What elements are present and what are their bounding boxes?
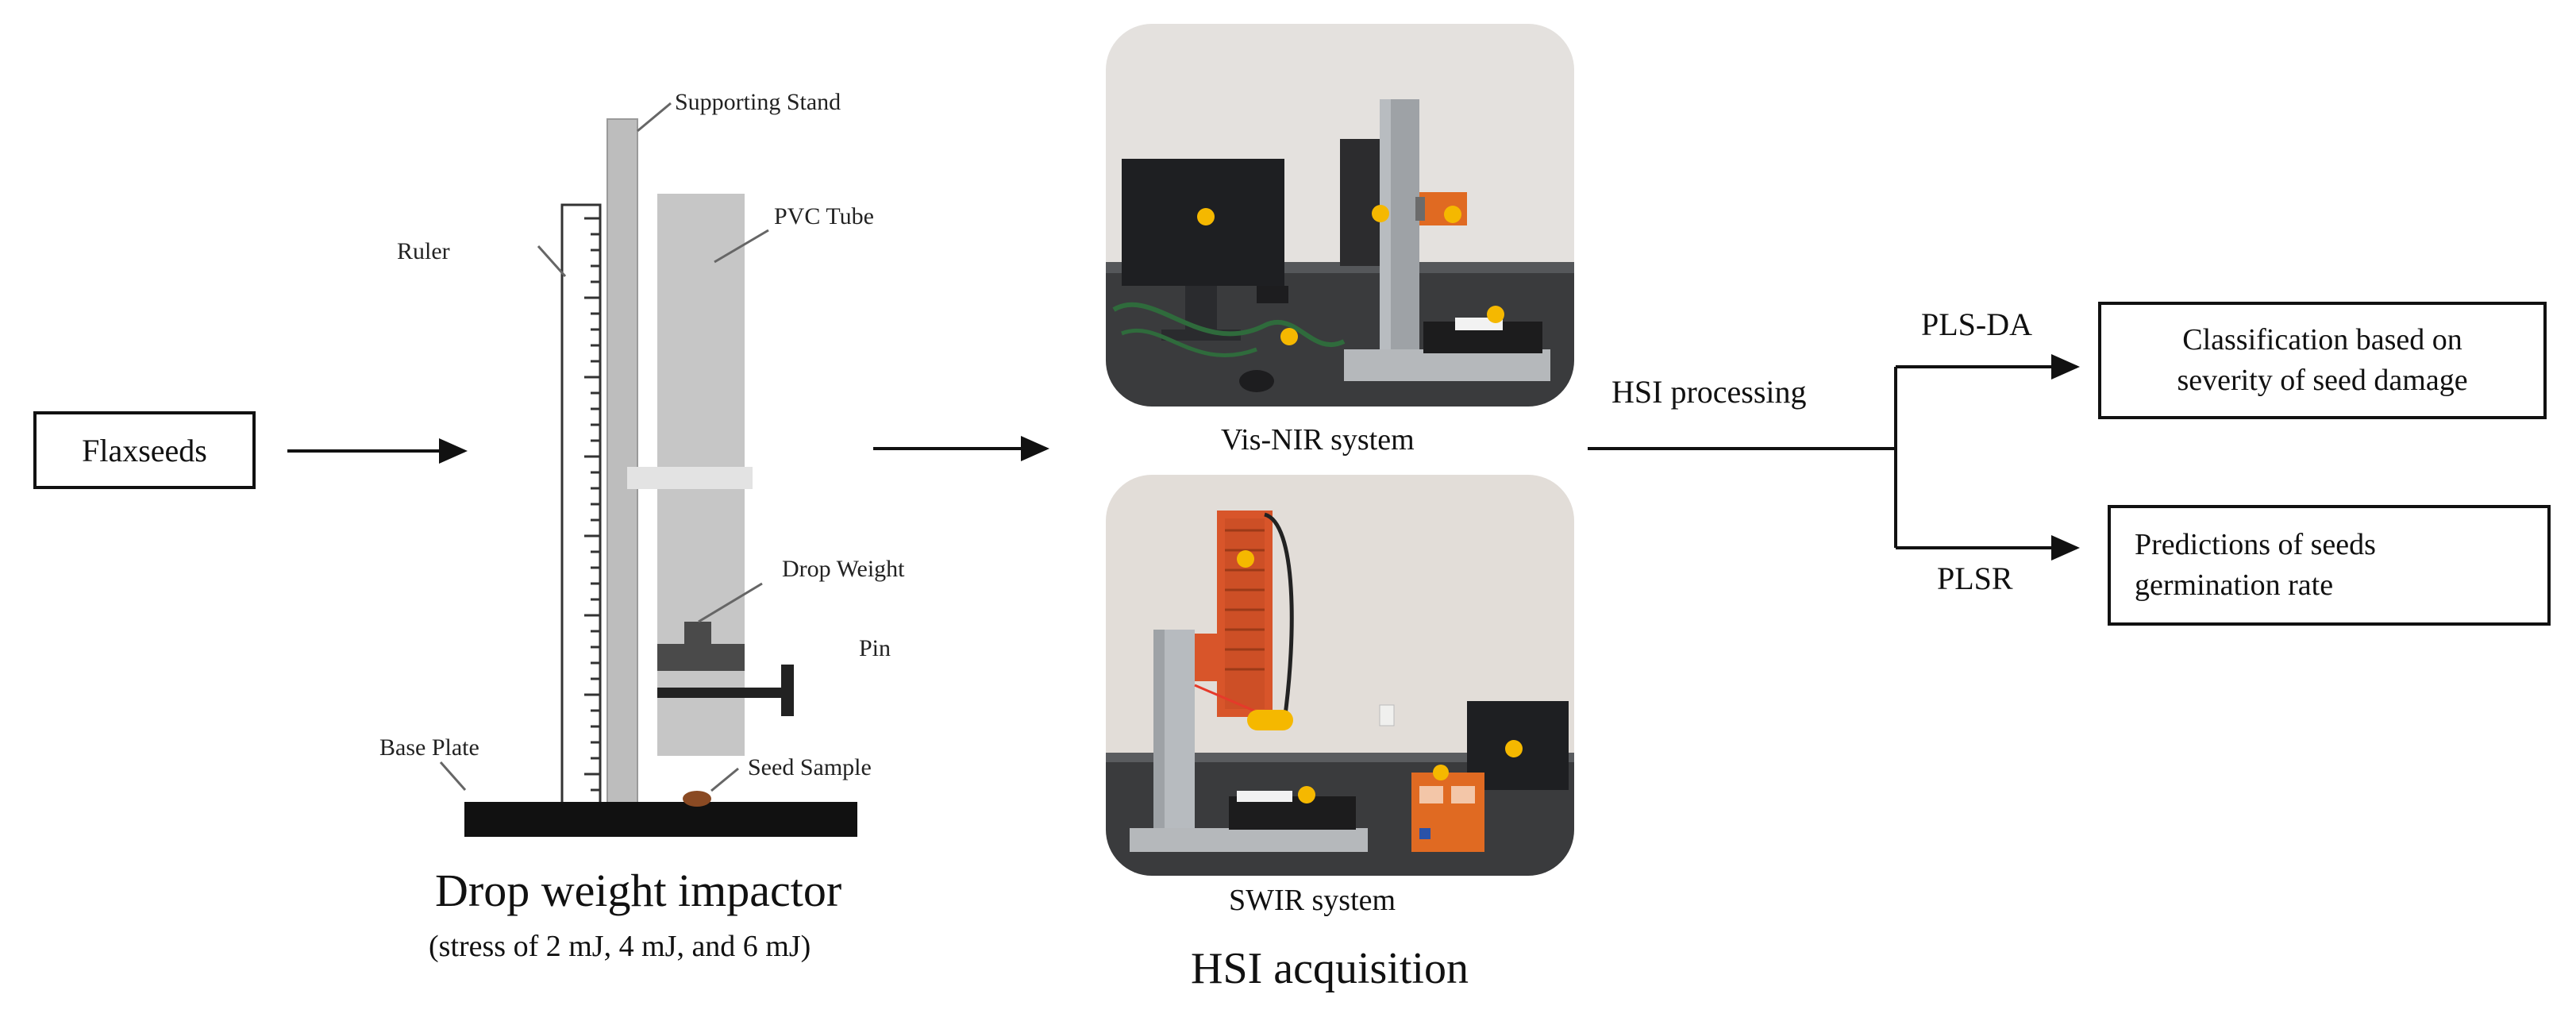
pin-rod bbox=[657, 688, 783, 698]
marker-dot bbox=[1487, 306, 1504, 323]
marker-dot bbox=[1505, 740, 1523, 757]
pin-label: Pin bbox=[859, 635, 891, 661]
supporting-stand-label: Supporting Stand bbox=[675, 89, 841, 115]
supporting-stand bbox=[606, 118, 638, 807]
pin-head bbox=[781, 665, 794, 716]
hsi-processing-label: HSI processing bbox=[1611, 374, 1807, 410]
marker-dot bbox=[1372, 205, 1389, 222]
marker-pill bbox=[1247, 710, 1293, 730]
visnir-photo-art bbox=[1106, 24, 1574, 407]
pvc-tube-label: PVC Tube bbox=[774, 203, 874, 229]
classification-line-1: Classification based on bbox=[2182, 322, 2462, 356]
marker-dot bbox=[1433, 765, 1449, 780]
drop-weight-label: Drop Weight bbox=[782, 556, 905, 582]
impactor-title: Drop weight impactor bbox=[435, 865, 842, 916]
visnir-system-photo bbox=[1106, 24, 1574, 407]
swir-photo-art bbox=[1106, 475, 1574, 876]
visnir-caption: Vis-NIR system bbox=[1221, 423, 1415, 457]
swir-caption: SWIR system bbox=[1229, 884, 1396, 917]
pls-da-label: PLS-DA bbox=[1921, 306, 2033, 342]
marker-dot bbox=[1280, 328, 1298, 345]
plsr-label: PLSR bbox=[1937, 561, 2013, 596]
marker-dot bbox=[1197, 208, 1215, 225]
ruler-label: Ruler bbox=[397, 238, 450, 264]
classification-box: Classification based on severity of seed… bbox=[2098, 302, 2547, 419]
seed-sample bbox=[683, 791, 711, 807]
drop-weight-top bbox=[684, 622, 711, 644]
classification-line-2: severity of seed damage bbox=[2177, 364, 2468, 397]
prediction-line-1: Predictions of seeds bbox=[2135, 527, 2376, 561]
marker-dot bbox=[1444, 206, 1461, 223]
marker-dot bbox=[1237, 550, 1254, 568]
base-plate-label: Base Plate bbox=[379, 734, 479, 761]
flaxseeds-label: Flaxseeds bbox=[82, 432, 207, 468]
prediction-line-2: germination rate bbox=[2135, 568, 2334, 602]
flaxseeds-box: Flaxseeds bbox=[33, 411, 256, 489]
acquisition-title: HSI acquisition bbox=[1191, 944, 1469, 993]
impactor-subtitle: (stress of 2 mJ, 4 mJ, and 6 mJ) bbox=[429, 930, 811, 963]
seed-sample-label: Seed Sample bbox=[748, 754, 872, 780]
clamp-bar bbox=[627, 467, 753, 489]
base-plate bbox=[464, 802, 857, 837]
drop-weight-body bbox=[657, 644, 745, 671]
prediction-box: Predictions of seeds germination rate bbox=[2108, 505, 2551, 626]
ruler-ticks bbox=[584, 217, 600, 792]
swir-system-photo bbox=[1106, 475, 1574, 876]
marker-dot bbox=[1298, 786, 1315, 803]
